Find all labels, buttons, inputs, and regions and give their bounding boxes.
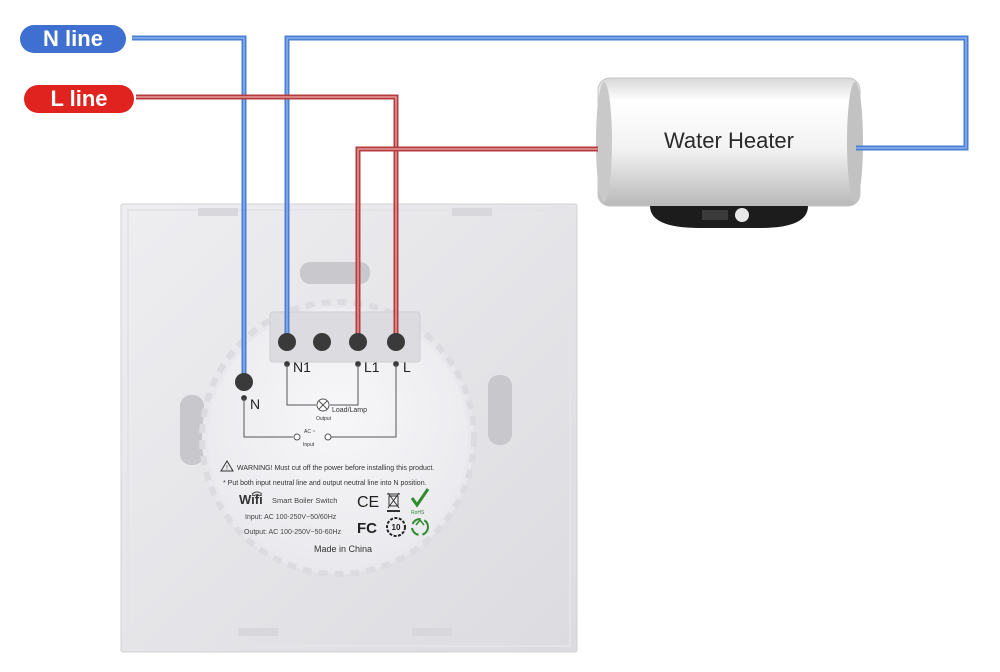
terminal-l-label: L: [403, 359, 411, 375]
ten-year-icon: 10: [386, 517, 406, 537]
l-line-label: L line: [24, 85, 134, 113]
weee-bin-icon: [387, 492, 400, 512]
recycle-icon: [411, 518, 429, 536]
terminal-n1-label: N1: [293, 359, 311, 375]
ac-label: AC ~: [304, 429, 315, 435]
terminals: N1 L1 L N: [235, 333, 411, 412]
printed-schematic: [241, 361, 399, 441]
brand-text: Wifi: [239, 492, 263, 507]
heater-control-panel: [650, 206, 808, 228]
terminal-n-label: N: [250, 396, 260, 412]
note-text: * Put both input neutral line and output…: [223, 480, 427, 487]
appliance-label: Water Heater: [664, 128, 794, 153]
terminal-l: [387, 333, 405, 351]
heater-knob-icon: [735, 208, 749, 222]
water-heater: Water Heater: [596, 77, 863, 228]
warning-icon: !: [220, 460, 234, 472]
terminal-unused: [313, 333, 331, 351]
load-label: Load/Lamp: [332, 407, 367, 414]
fcc-mark-icon: FC: [357, 520, 377, 537]
ce-mark-icon: CE: [357, 494, 379, 511]
input-label: Input: [303, 442, 315, 448]
rohs-check-icon: RoHS: [410, 488, 430, 516]
wifi-icon: [251, 491, 263, 497]
neutral-wires: [132, 35, 969, 382]
terminal-n: [235, 373, 253, 391]
switch-back-plate: [120, 203, 578, 653]
origin-text: Made in China: [314, 544, 372, 554]
svg-text:10: 10: [392, 523, 401, 532]
terminal-l1-label: L1: [364, 359, 380, 375]
output-label: Output: [316, 416, 332, 422]
svg-text:!: !: [226, 465, 228, 472]
n-line-label: N line: [20, 25, 126, 53]
live-wires: [136, 94, 598, 342]
warning-text: WARNING! Must cut off the power before i…: [237, 465, 434, 472]
output-rating: Output: AC 100-250V~50-60Hz: [244, 529, 342, 536]
back-label: ! WARNING! Must cut off the power before…: [220, 460, 434, 554]
product-name: Smart Boiler Switch: [272, 496, 337, 505]
lamp-symbol-icon: [316, 398, 330, 412]
svg-text:RoHS: RoHS: [411, 510, 425, 516]
input-rating: Input: AC 100-250V~50/60Hz: [245, 514, 337, 521]
terminal-n1: [278, 333, 296, 351]
terminal-l1: [349, 333, 367, 351]
